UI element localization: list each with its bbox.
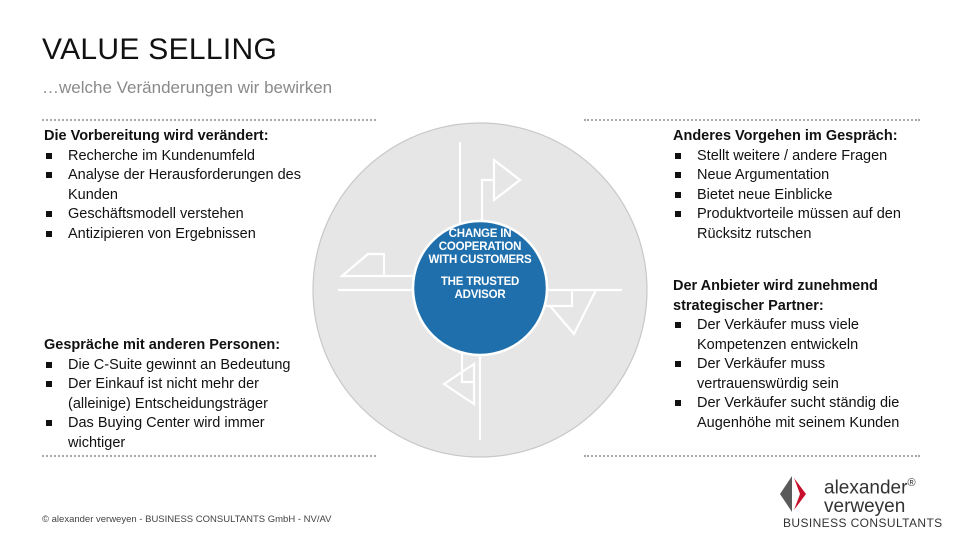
conversations-heading: Gespräche mit anderen Personen: — [44, 337, 281, 353]
preparation-heading: Die Vorbereitung wird verändert: — [44, 128, 269, 144]
center-circle — [411, 219, 549, 357]
partner-block: Der Anbieter wird zunehmend strategische… — [673, 277, 908, 433]
partner-heading: Der Anbieter wird zunehmend strategische… — [673, 278, 878, 314]
list-item: Stellt weitere / andere Fragen — [673, 147, 923, 167]
list-item: Der Verkäufer sucht ständig die Augenhöh… — [673, 394, 908, 433]
divider-top-right — [584, 119, 920, 121]
list-item: Der Verkäufer muss vertrauenswürdig sein — [673, 355, 908, 394]
slide-subtitle: …welche Veränderungen wir bewirken — [42, 78, 333, 97]
approach-list: Stellt weitere / andere Fragen Neue Argu… — [673, 147, 923, 245]
approach-block: Anderes Vorgehen im Gespräch: Stellt wei… — [673, 127, 923, 244]
center-label: CHANGE IN COOPERATION WITH CUSTOMERS THE… — [412, 228, 548, 302]
list-item: Die C-Suite gewinnt an Bedeutung — [44, 356, 324, 376]
logo-name-line2: verweyen — [824, 496, 906, 518]
list-item: Geschäftsmodell verstehen — [44, 205, 314, 225]
preparation-list: Recherche im Kundenumfeld Analyse der He… — [44, 147, 314, 245]
change-cycle-diagram — [312, 122, 648, 458]
center-line: WITH CUSTOMERS — [428, 254, 532, 266]
list-item: Der Einkauf ist nicht mehr der (alleinig… — [44, 375, 324, 414]
logo-name-line1: alexander — [824, 477, 908, 499]
slide-title: VALUE SELLING — [42, 33, 278, 66]
center-line: ADVISOR — [454, 289, 506, 301]
company-logo-icon — [780, 476, 806, 512]
list-item: Produktvorteile müssen auf den Rücksitz … — [673, 205, 923, 244]
preparation-block: Die Vorbereitung wird verändert: Recherc… — [44, 127, 314, 244]
center-line: COOPERATION — [438, 241, 522, 253]
divider-bottom-right — [584, 455, 920, 457]
registered-mark: ® — [907, 477, 916, 489]
list-item: Neue Argumentation — [673, 166, 923, 186]
partner-list: Der Verkäufer muss viele Kompetenzen ent… — [673, 316, 908, 433]
list-item: Bietet neue Einblicke — [673, 186, 923, 206]
list-item: Recherche im Kundenumfeld — [44, 147, 314, 167]
copyright-footer: © alexander verweyen - BUSINESS CONSULTA… — [42, 514, 332, 525]
divider-top-left — [42, 119, 376, 121]
list-item: Das Buying Center wird immer wichtiger — [44, 414, 324, 453]
list-item: Analyse der Herausforderungen des Kunden — [44, 166, 314, 205]
logo-tagline: BUSINESS CONSULTANTS — [783, 516, 943, 530]
divider-bottom-left — [42, 455, 376, 457]
center-line: CHANGE IN — [448, 228, 512, 240]
center-line: THE TRUSTED — [440, 276, 520, 288]
conversations-block: Gespräche mit anderen Personen: Die C-Su… — [44, 336, 324, 453]
conversations-list: Die C-Suite gewinnt an Bedeutung Der Ein… — [44, 356, 324, 454]
list-item: Der Verkäufer muss viele Kompetenzen ent… — [673, 316, 908, 355]
approach-heading: Anderes Vorgehen im Gespräch: — [673, 128, 898, 144]
logo-wordmark: alexander® verweyen — [824, 474, 916, 516]
list-item: Antizipieren von Ergebnissen — [44, 225, 314, 245]
